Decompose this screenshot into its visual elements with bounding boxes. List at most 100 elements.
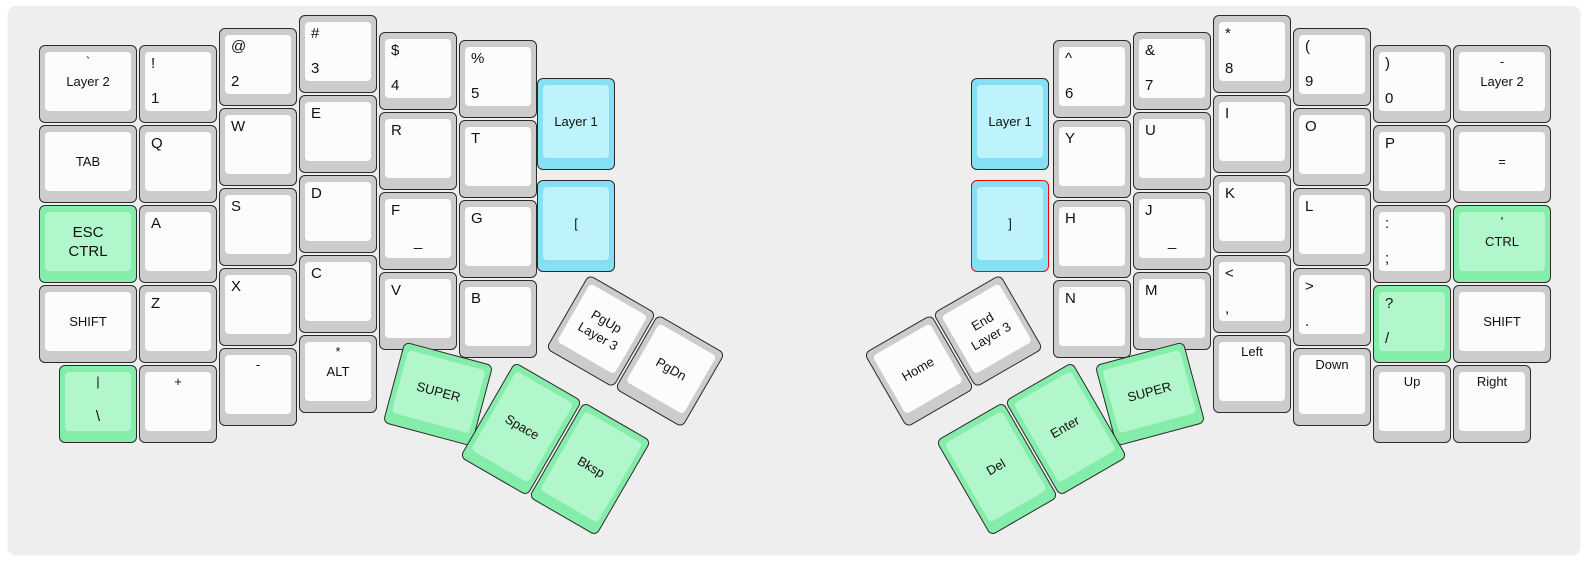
key-right-layer1[interactable]: Layer 1 <box>971 78 1049 170</box>
legend-top-left: H <box>1065 210 1076 227</box>
key-right-6-caret[interactable]: ^6 <box>1053 40 1131 118</box>
keycap-surface: &7 <box>1139 39 1205 98</box>
legend-top-left: ^ <box>1065 50 1073 67</box>
key-left-1-excl[interactable]: !1 <box>139 45 217 123</box>
legend-top-left: N <box>1065 290 1076 307</box>
key-right-7-amp[interactable]: &7 <box>1133 32 1211 110</box>
key-left-bracket-left[interactable]: [ <box>537 180 615 272</box>
key-right-m[interactable]: M <box>1133 272 1211 350</box>
key-left-a[interactable]: A <box>139 205 217 283</box>
legend-center: ] <box>1008 215 1012 231</box>
legend-top-left: G <box>471 210 483 227</box>
key-left-z[interactable]: Z <box>139 285 217 363</box>
key-right-up-arrow[interactable]: Up <box>1373 365 1451 443</box>
keycap-surface: >. <box>1299 275 1365 334</box>
key-right-down-arrow[interactable]: Down <box>1293 348 1371 426</box>
legend-top-left: B <box>471 290 482 307</box>
key-left-minus[interactable]: - <box>219 348 297 426</box>
key-right-j-home[interactable]: J_ <box>1133 192 1211 270</box>
keycap-surface: 'CTRL <box>1459 212 1545 271</box>
keycap-surface: |\ <box>65 372 131 431</box>
key-left-d[interactable]: D <box>299 175 377 253</box>
keycap-surface: Z <box>145 292 211 351</box>
keycap-surface: W <box>225 115 291 174</box>
key-left-alt[interactable]: *ALT <box>299 335 377 413</box>
legend-bottom-left: 4 <box>391 77 400 95</box>
keycap-surface: Layer 1 <box>543 85 609 158</box>
key-right-period-gt[interactable]: >. <box>1293 268 1371 346</box>
key-left-4-dollar[interactable]: $4 <box>379 32 457 110</box>
key-left-r[interactable]: R <box>379 112 457 190</box>
legend-top-left: & <box>1145 42 1156 59</box>
key-left-v[interactable]: V <box>379 272 457 350</box>
keycap-surface: N <box>1059 287 1125 346</box>
legend-center: [ <box>574 215 578 231</box>
key-left-layer2[interactable]: `Layer 2 <box>39 45 137 123</box>
key-left-s[interactable]: S <box>219 188 297 266</box>
key-left-shift[interactable]: SHIFT <box>39 285 137 363</box>
legend-top-left: @ <box>231 38 247 55</box>
key-left-w[interactable]: W <box>219 108 297 186</box>
key-left-5-percent[interactable]: %5 <box>459 40 537 118</box>
key-left-f-home[interactable]: F_ <box>379 192 457 270</box>
key-left-2-at[interactable]: @2 <box>219 28 297 106</box>
key-right-y[interactable]: Y <box>1053 120 1131 198</box>
keycap-surface: Down <box>1299 355 1365 414</box>
key-right-i[interactable]: I <box>1213 95 1291 173</box>
key-right-0-rparen[interactable]: )0 <box>1373 45 1451 123</box>
key-left-pipe-bslash[interactable]: |\ <box>59 365 137 443</box>
legend-center: PgDn <box>653 353 690 384</box>
homing-bar-icon: _ <box>1167 233 1177 251</box>
key-left-g[interactable]: G <box>459 200 537 278</box>
key-right-8-star[interactable]: *8 <box>1213 15 1291 93</box>
key-right-right-arrow[interactable]: Right <box>1453 365 1531 443</box>
keycap-surface: F_ <box>385 199 451 258</box>
key-right-left-arrow[interactable]: Left <box>1213 335 1291 413</box>
key-left-t[interactable]: T <box>459 120 537 198</box>
key-left-layer1[interactable]: Layer 1 <box>537 78 615 170</box>
key-left-b[interactable]: B <box>459 280 537 358</box>
legend-bottom-left: 9 <box>1305 73 1314 91</box>
key-right-p[interactable]: P <box>1373 125 1451 203</box>
key-left-c[interactable]: C <box>299 255 377 333</box>
key-left-plus[interactable]: + <box>139 365 217 443</box>
keycap-surface: [ <box>543 187 609 260</box>
legend-center: Enter <box>1047 412 1082 441</box>
key-right-comma-lt[interactable]: <, <box>1213 255 1291 333</box>
key-right-9-lparen[interactable]: (9 <box>1293 28 1371 106</box>
legend-top-left: A <box>151 215 162 232</box>
key-left-q[interactable]: Q <box>139 125 217 203</box>
keycap-surface: @2 <box>225 35 291 94</box>
key-right-n[interactable]: N <box>1053 280 1131 358</box>
key-right-shift[interactable]: SHIFT <box>1453 285 1551 363</box>
key-left-tab[interactable]: TAB <box>39 125 137 203</box>
key-left-3-hash[interactable]: #3 <box>299 15 377 93</box>
key-left-esc-ctrl[interactable]: ESC CTRL <box>39 205 137 283</box>
legend-top-left: Z <box>151 295 161 312</box>
key-right-ctrl[interactable]: 'CTRL <box>1453 205 1551 283</box>
keycap-surface: -Layer 2 <box>1459 52 1545 111</box>
legend-center: Layer 2 <box>66 73 110 89</box>
legend-center: Space <box>502 410 543 443</box>
key-left-e[interactable]: E <box>299 95 377 173</box>
key-right-k[interactable]: K <box>1213 175 1291 253</box>
legend-center: SUPER <box>415 378 463 405</box>
key-right-equals[interactable]: = <box>1453 125 1551 203</box>
key-right-semicolon[interactable]: :; <box>1373 205 1451 283</box>
key-right-bracket-right[interactable]: ] <box>971 180 1049 272</box>
legend-bottom-left: 2 <box>231 73 240 91</box>
legend-bottom-left: / <box>1385 330 1390 348</box>
key-right-u[interactable]: U <box>1133 112 1211 190</box>
key-right-slash-quest[interactable]: ?/ <box>1373 285 1451 363</box>
legend-top-left: W <box>231 118 246 135</box>
keycap-surface: M <box>1139 279 1205 338</box>
legend-top-center: Down <box>1315 357 1349 372</box>
key-right-o[interactable]: O <box>1293 108 1371 186</box>
legend-center: Layer 2 <box>1480 73 1524 89</box>
key-left-x[interactable]: X <box>219 268 297 346</box>
key-right-layer2[interactable]: -Layer 2 <box>1453 45 1551 123</box>
key-right-l[interactable]: L <box>1293 188 1371 266</box>
key-right-h[interactable]: H <box>1053 200 1131 278</box>
keycap-surface: X <box>225 275 291 334</box>
